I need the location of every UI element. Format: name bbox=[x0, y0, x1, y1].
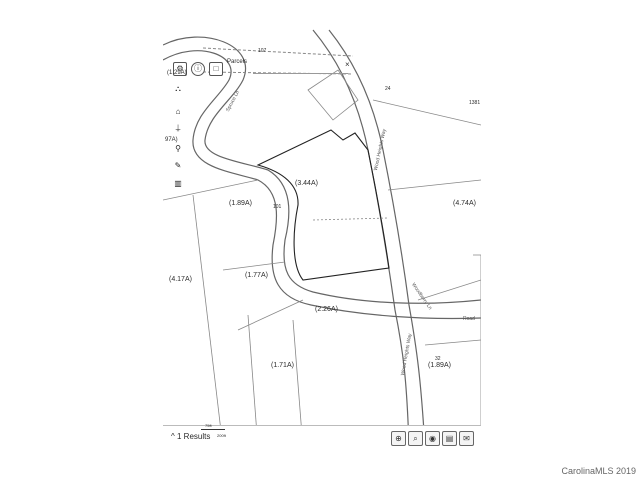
top-road-edge bbox=[202, 47, 354, 57]
subject-parcel-outline bbox=[256, 129, 390, 281]
spruce-ln-road-edge bbox=[163, 50, 481, 320]
watermark: CarolinaMLS 2019 bbox=[561, 466, 636, 476]
gear-icon[interactable]: ⚙ bbox=[173, 62, 187, 76]
scale-bottom-label: 200ft bbox=[217, 433, 226, 438]
chevron-up-icon: ^ bbox=[171, 432, 175, 441]
road-label: Road bbox=[463, 316, 475, 322]
close-icon[interactable]: × bbox=[345, 60, 350, 69]
spruce-ln-road-edge bbox=[163, 36, 481, 304]
parcel-boundaries bbox=[163, 69, 481, 448]
acre-label: (1.89A) bbox=[229, 200, 252, 207]
acre-label: (4.74A) bbox=[453, 200, 476, 207]
acre-label: (1.77A) bbox=[245, 272, 268, 279]
square-icon[interactable]: □ bbox=[209, 62, 223, 76]
results-count: 1 Results bbox=[177, 432, 211, 441]
partial-acre-label: (1.29A) bbox=[167, 70, 187, 76]
zoom-search-icon[interactable]: ⌕ bbox=[408, 431, 423, 446]
wood-heights-road-edge bbox=[328, 29, 426, 448]
parcel-number: 101 bbox=[273, 204, 282, 210]
home-icon[interactable]: ⌂ bbox=[175, 107, 181, 116]
location-pin-icon[interactable]: ⚲ bbox=[175, 144, 181, 153]
binoculars-icon[interactable]: ⛬ bbox=[175, 84, 181, 93]
print-icon[interactable]: ▤ bbox=[442, 431, 457, 446]
target-icon[interactable]: ◉ bbox=[425, 431, 440, 446]
parcel-map bbox=[163, 29, 481, 448]
parcel-number: 1381 bbox=[469, 100, 481, 106]
acre-label: (1.89A) bbox=[428, 362, 451, 369]
info-icon[interactable]: ⓘ bbox=[191, 62, 205, 76]
parcel-number: 24 bbox=[385, 86, 391, 92]
acre-label: (1.71A) bbox=[271, 362, 294, 369]
parcels-label: Parcels bbox=[227, 59, 248, 65]
scale-bar bbox=[201, 429, 225, 430]
trash-icon[interactable]: ▥ bbox=[174, 179, 182, 188]
parcel-search-field[interactable] bbox=[253, 61, 348, 74]
acre-label: (4.17A) bbox=[169, 276, 192, 283]
email-icon[interactable]: ✉ bbox=[459, 431, 474, 446]
map-view[interactable]: ⚙ ⓘ □ Parcels × ⛬ ⌂ ⍊ ⚲ ✎ ▥ (3.44A) (4.7… bbox=[163, 0, 481, 448]
results-bar: ^ 1 Results 75ft 200ft ⊕ ⌕ ◉ ▤ ✉ bbox=[163, 423, 481, 448]
wood-heights-road-edge bbox=[312, 29, 410, 448]
results-text[interactable]: ^ 1 Results bbox=[171, 432, 210, 441]
measure-icon[interactable]: ⍊ bbox=[175, 123, 181, 132]
acre-label: (2.26A) bbox=[315, 306, 338, 313]
parcel-number: 107 bbox=[258, 48, 267, 54]
partial-acre-label: 97A) bbox=[165, 137, 178, 143]
parcel-number: 32 bbox=[435, 356, 441, 362]
zoom-in-icon[interactable]: ⊕ bbox=[391, 431, 406, 446]
scale-top-label: 75ft bbox=[205, 423, 212, 428]
draw-icon[interactable]: ✎ bbox=[174, 161, 182, 170]
acre-label: (3.44A) bbox=[295, 180, 318, 187]
